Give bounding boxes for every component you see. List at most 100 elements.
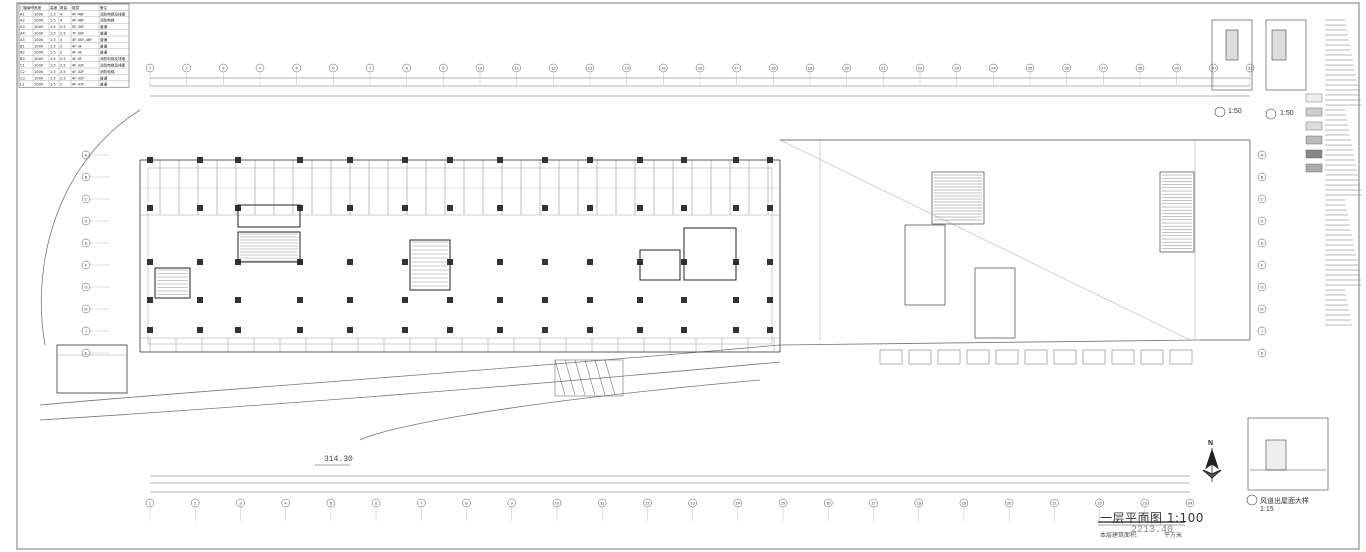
axis-bubble xyxy=(1257,150,1267,160)
ramp-line xyxy=(564,359,576,396)
axis-bubble xyxy=(1257,194,1267,204)
axis-label: G xyxy=(84,285,87,290)
ramp-line xyxy=(584,359,596,396)
column xyxy=(497,205,503,211)
axis-label: 7 xyxy=(369,66,372,71)
parking-bay xyxy=(1082,349,1106,365)
drawing-title: 一层平面图 1:100 xyxy=(1100,511,1204,525)
column xyxy=(197,259,203,265)
axis-label: 13 xyxy=(690,501,695,506)
column xyxy=(235,157,241,163)
column xyxy=(587,297,593,303)
axis-label: A xyxy=(85,153,88,158)
schedule-cell: 消防电梯及排烟 xyxy=(100,56,126,61)
schedule-cell: 1000 xyxy=(34,70,44,74)
column xyxy=(587,327,593,333)
axis-label: E xyxy=(1261,241,1264,246)
column xyxy=(447,297,453,303)
axis-label: 13 xyxy=(588,66,593,71)
axis-label: 20 xyxy=(1007,501,1012,506)
detail-3-title: 风道出屋面大样 xyxy=(1260,498,1309,505)
ramp-line xyxy=(574,359,586,396)
column xyxy=(767,205,773,211)
schedule-cell: B3 xyxy=(20,57,25,61)
detail-2 xyxy=(1265,19,1307,120)
schedule-cell: A3 xyxy=(20,25,25,29)
schedule-cell: 1.5 xyxy=(50,12,56,16)
schedule-cell: 1000 xyxy=(34,38,44,42)
axis-bubble xyxy=(1257,348,1267,358)
axis-label: H xyxy=(1261,307,1264,312)
site-road xyxy=(39,109,1201,441)
axis-label: J xyxy=(1261,329,1263,334)
detail-1 xyxy=(1211,19,1253,118)
schedule-cell: 4 xyxy=(60,19,63,23)
column xyxy=(197,327,203,333)
north-label: N xyxy=(1208,440,1214,447)
axis-label: 9 xyxy=(442,66,445,71)
axis-bubble xyxy=(1257,238,1267,248)
schedule-cell: C1 xyxy=(20,64,25,68)
schedule-cell: B2 xyxy=(20,51,25,55)
schedule-cell: 1.5 xyxy=(50,38,56,42)
parking-bay xyxy=(1053,349,1077,365)
schedule-cell: 4F-3F xyxy=(72,44,82,48)
column xyxy=(497,259,503,265)
detail-2-scale: 1:50 xyxy=(1280,110,1294,117)
schedule-cell: 2.5 xyxy=(60,76,66,80)
schedule-cell: 2.5 xyxy=(60,64,66,68)
ramp-line xyxy=(554,359,566,396)
column xyxy=(637,297,643,303)
axis-label: D xyxy=(1261,219,1264,224)
schedule-cell: 1000 xyxy=(34,83,44,87)
axis-bubble xyxy=(1257,304,1267,314)
area-value: 2213.40 xyxy=(1131,525,1174,536)
main-building xyxy=(139,159,781,353)
axis-label: 21 xyxy=(881,66,886,71)
column xyxy=(347,157,353,163)
column xyxy=(733,157,739,163)
axis-label: K xyxy=(85,351,88,356)
axis-label: 3 xyxy=(222,66,225,71)
axis-label: 8 xyxy=(406,66,409,71)
schedule-cell: 普通 xyxy=(100,37,108,42)
axis-label: 12 xyxy=(645,501,650,506)
axis-label: 4 xyxy=(259,66,262,71)
column xyxy=(767,157,773,163)
axis-label: 5 xyxy=(296,66,299,71)
schedule-cell: 4F-46F xyxy=(72,19,84,23)
legend-swatch xyxy=(1305,163,1323,173)
schedule-cell: 1000 xyxy=(34,57,44,61)
axis-label: 11 xyxy=(515,66,520,71)
right-podium xyxy=(779,139,1251,341)
schedule-cell: 5F-30F xyxy=(72,25,84,29)
detail-3 xyxy=(1246,417,1329,506)
schedule-cell: 备注 xyxy=(100,5,108,10)
axis-label: 7 xyxy=(420,501,423,506)
axis-label: 19 xyxy=(808,66,813,71)
axis-label: K xyxy=(1261,351,1264,356)
axis-label: 22 xyxy=(1097,501,1102,506)
axis-label: 14 xyxy=(624,66,629,71)
legend-swatch xyxy=(1305,149,1323,159)
schedule-cell: 门窗编号 xyxy=(20,5,35,10)
axis-label: 11 xyxy=(600,501,605,506)
axis-label: 24 xyxy=(1188,501,1193,506)
column xyxy=(767,297,773,303)
bottom-dimension-chain xyxy=(150,475,1190,493)
column xyxy=(402,297,408,303)
axis-label: 18 xyxy=(916,501,921,506)
axis-label: B xyxy=(1261,175,1264,180)
schedule-cell: 1.5 xyxy=(50,57,56,61)
stair-elevator-cores xyxy=(154,204,737,299)
schedule-cell: 1000 xyxy=(34,32,44,36)
column xyxy=(497,297,503,303)
detail-3-scale: 1:15 xyxy=(1260,506,1274,513)
schedule-cell: 1.5 xyxy=(50,19,56,23)
schedule-cell: 2.5 xyxy=(60,25,66,29)
general-notes xyxy=(1325,19,1362,326)
column xyxy=(681,205,687,211)
